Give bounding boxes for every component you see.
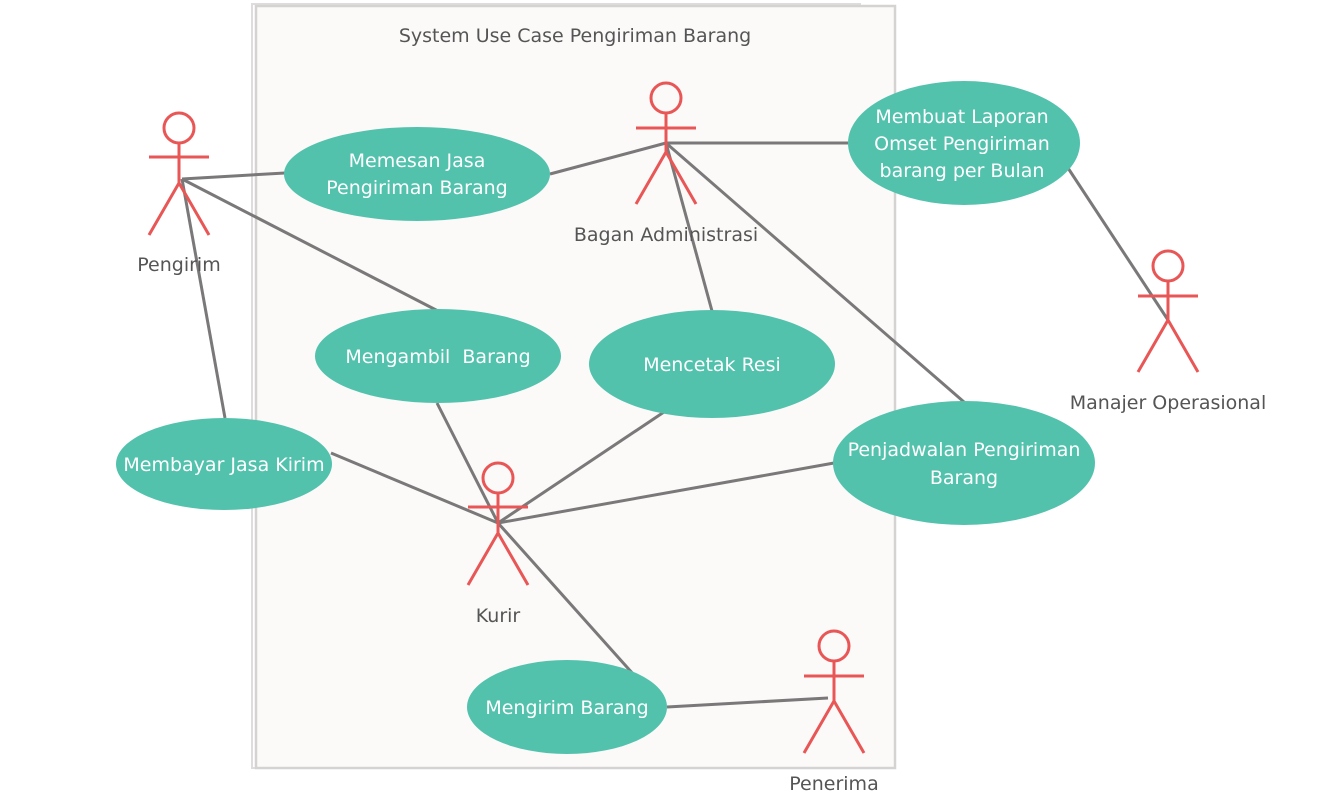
association-line-bagan-administrasi-mencetak-resi	[664, 142, 714, 312]
usecase-label-line: Mengirim Barang	[485, 697, 648, 719]
association-lines	[180, 141, 1170, 709]
actor-right-leg	[177, 182, 211, 236]
actor-right-leg	[1166, 319, 1200, 373]
usecase-label-line: Barang	[930, 467, 998, 489]
usecase-label-line: Penjadwalan Pengiriman	[848, 439, 1081, 461]
association-line-pengirim-membayar-jasa	[180, 178, 227, 419]
actor-left-leg	[147, 182, 181, 236]
actor-left-leg	[634, 151, 668, 205]
association-line-kurir-mengambil-barang	[435, 402, 500, 524]
actor-right-leg	[664, 151, 698, 205]
association-line-kurir-mencetak-resi	[497, 410, 665, 525]
association-line-pengirim-mengambil-barang	[181, 177, 439, 313]
actor-label: Manajer Operasional	[1070, 392, 1266, 414]
usecase-penjadwalan-pengiriman-barang[interactable]: Penjadwalan Pengiriman Barang	[833, 401, 1095, 525]
usecase-membayar-jasa-kirim[interactable]: Membayar Jasa Kirim	[116, 418, 332, 510]
association-line-bagan-administrasi-memesan-jasa	[549, 141, 667, 176]
actor-label: Pengirim	[137, 254, 220, 276]
usecase-label-line: Mencetak Resi	[643, 354, 781, 376]
association-line-pengirim-memesan-jasa	[181, 171, 286, 181]
usecase-label-line: Pengiriman Barang	[326, 177, 507, 199]
association-line-bagan-administrasi-penjadwalan	[665, 141, 965, 404]
use-cases: Memesan Jasa Pengiriman Barang Membuat L…	[116, 81, 1095, 754]
usecase-label-line: Memesan Jasa	[349, 150, 486, 172]
usecase-label-line: Membuat Laporan	[875, 106, 1048, 128]
actor-label: Bagan Administrasi	[574, 224, 758, 246]
actor-right-leg	[832, 700, 866, 754]
actor-label: Penerima	[789, 773, 878, 795]
association-line-kurir-mengirim-barang	[496, 521, 636, 677]
association-line-penerima-mengirim-barang	[666, 696, 829, 709]
actor-bagan-administrasi[interactable]: Bagan Administrasi	[574, 81, 758, 246]
association-line-kurir-membayar-jasa	[330, 451, 499, 525]
actor-right-leg	[496, 532, 530, 586]
usecase-memesan-jasa-pengiriman-barang[interactable]: Memesan Jasa Pengiriman Barang	[284, 127, 550, 221]
actor-left-leg	[1136, 319, 1170, 373]
actor-left-leg	[802, 700, 836, 754]
association-line-kurir-penjadwalan	[497, 461, 835, 525]
usecase-mengirim-barang[interactable]: Mengirim Barang	[467, 660, 667, 754]
usecase-membuat-laporan[interactable]: Membuat Laporan Omset Pengiriman barang …	[848, 81, 1080, 205]
actor-label: Kurir	[476, 605, 521, 627]
system-title: System Use Case Pengiriman Barang	[399, 25, 751, 47]
actor-manajer-operasional[interactable]: Manajer Operasional	[1070, 249, 1266, 414]
actor-left-leg	[466, 532, 500, 586]
actor-penerima[interactable]: Penerima	[789, 629, 879, 795]
actor-pengirim[interactable]: Pengirim	[137, 111, 221, 276]
usecase-label-line: Membayar Jasa Kirim	[123, 454, 324, 476]
usecase-label-line: Mengambil Barang	[345, 346, 530, 368]
actors: Pengirim Bagan Administrasi Manajer Oper…	[137, 81, 1266, 795]
usecase-label-line: Omset Pengiriman	[874, 133, 1050, 155]
actor-kurir[interactable]: Kurir	[466, 461, 530, 627]
usecase-mengambil-barang[interactable]: Mengambil Barang	[315, 309, 561, 403]
usecase-label-line: barang per Bulan	[880, 160, 1045, 182]
actor-head	[1151, 249, 1185, 283]
usecase-mencetak-resi[interactable]: Mencetak Resi	[589, 310, 835, 418]
actor-head	[162, 111, 196, 145]
